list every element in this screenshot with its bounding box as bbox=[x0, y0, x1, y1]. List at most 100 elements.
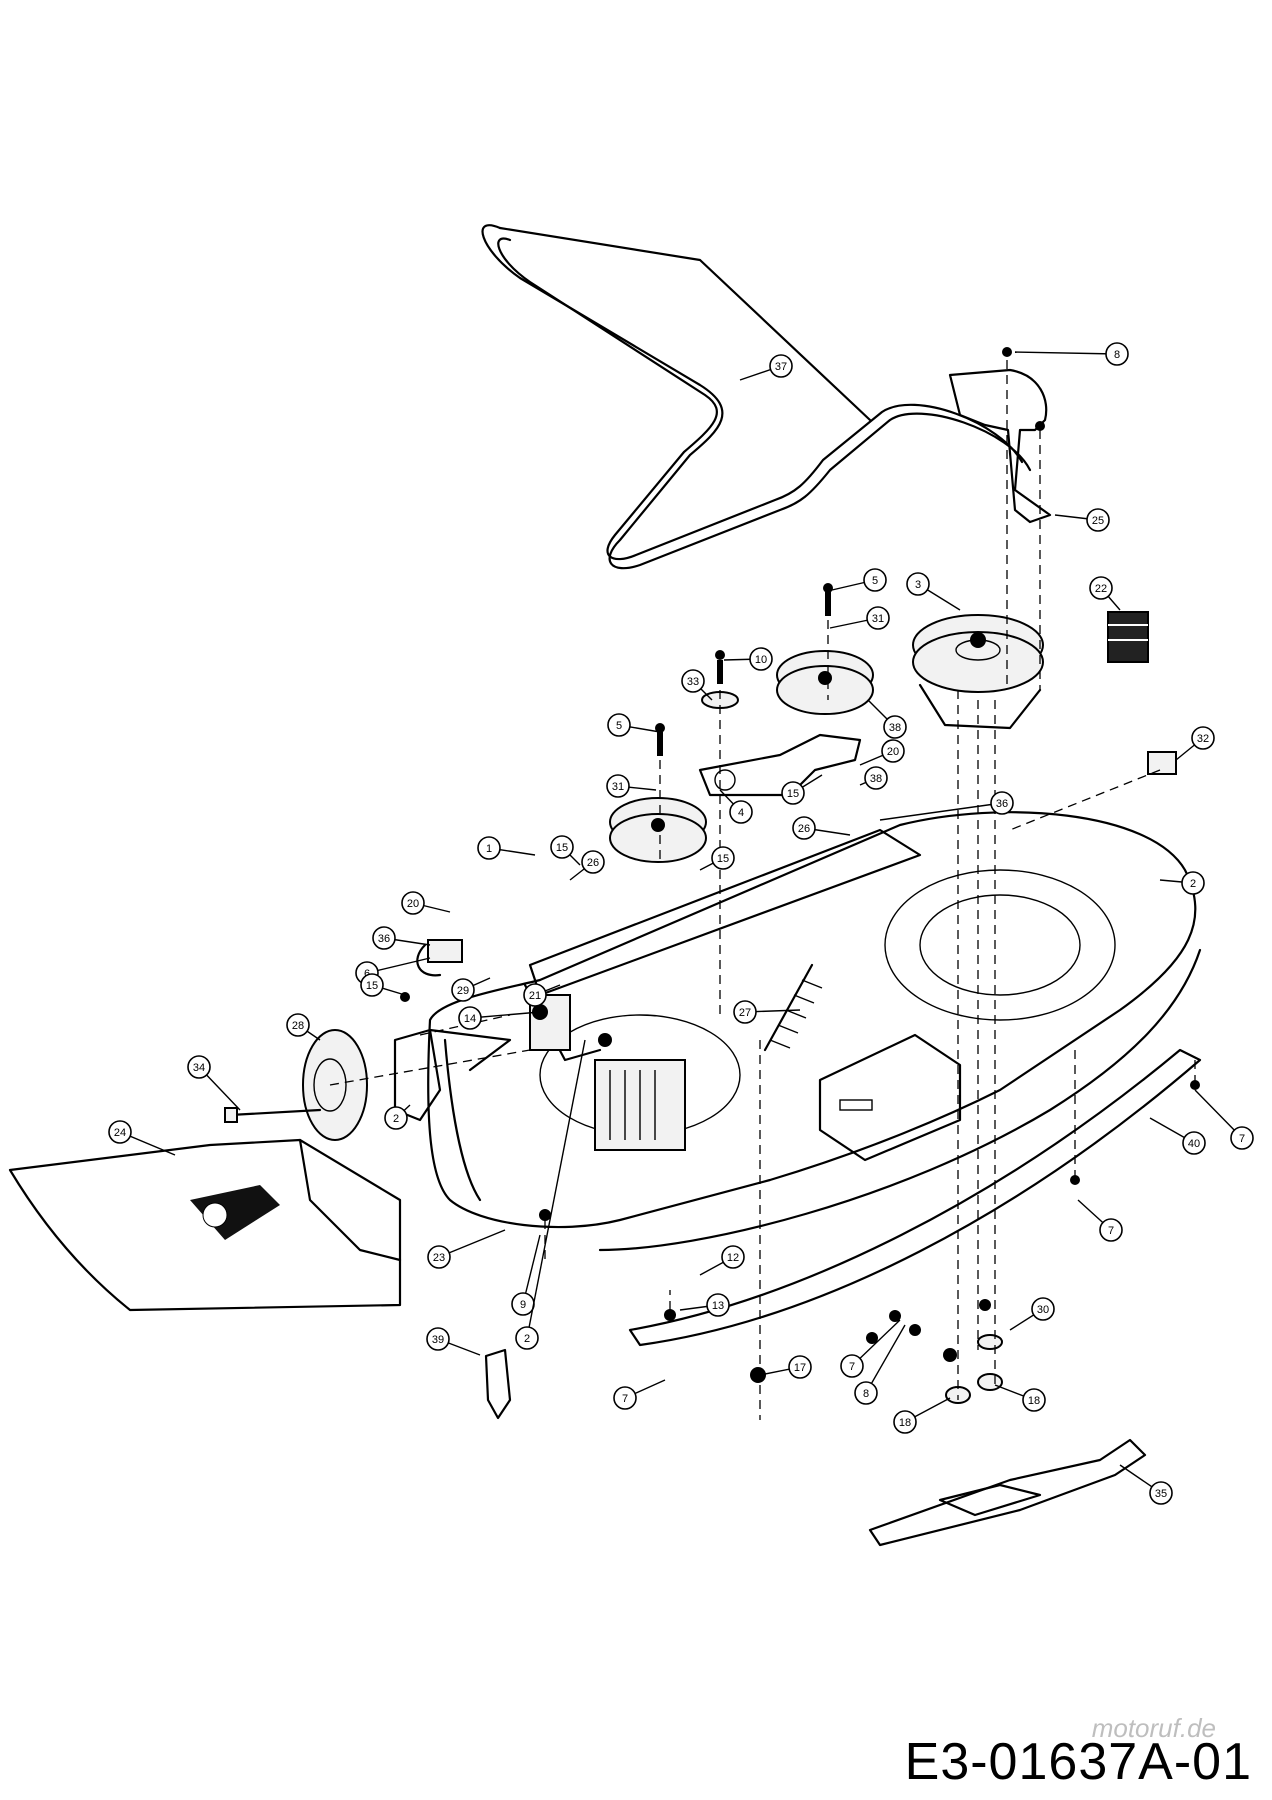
callout-37: 37 bbox=[739, 354, 793, 381]
callout-label: 34 bbox=[193, 1062, 205, 1074]
callout-label: 23 bbox=[433, 1252, 445, 1264]
callout-circle bbox=[607, 713, 631, 737]
callout-label: 13 bbox=[712, 1300, 724, 1312]
callout-18: 18 bbox=[893, 1397, 951, 1434]
callout-2: 2 bbox=[384, 1104, 411, 1130]
callout-label: 35 bbox=[1155, 1488, 1167, 1500]
mower-deck-shell bbox=[427, 811, 1202, 1252]
idler-pulley-lower bbox=[609, 797, 707, 863]
callout-39: 39 bbox=[426, 1327, 481, 1356]
callout-label: 14 bbox=[464, 1013, 476, 1025]
callout-circle bbox=[788, 1355, 812, 1379]
callout-circle bbox=[681, 669, 705, 693]
callout-7: 7 bbox=[840, 1319, 901, 1378]
callout-circle bbox=[1086, 508, 1110, 532]
callout-36: 36 bbox=[879, 791, 1014, 821]
callout-23: 23 bbox=[427, 1229, 506, 1269]
callout-25: 25 bbox=[1054, 508, 1110, 532]
callout-circle bbox=[1181, 871, 1205, 895]
callout-label: 20 bbox=[407, 898, 419, 910]
callout-38: 38 bbox=[867, 699, 907, 739]
callout-circle bbox=[706, 1293, 730, 1317]
callout-circle bbox=[729, 800, 753, 824]
callout-label: 39 bbox=[432, 1334, 444, 1346]
callout-2: 2 bbox=[1159, 871, 1205, 895]
callout-15: 15 bbox=[699, 846, 735, 871]
spindle-housing bbox=[594, 1059, 686, 1151]
callout-circle bbox=[840, 1354, 864, 1378]
callout-circle bbox=[1182, 1131, 1206, 1155]
callout-36: 36 bbox=[372, 926, 431, 950]
callout-label: 8 bbox=[863, 1388, 869, 1400]
callout-label: 3 bbox=[915, 579, 921, 591]
callout-5: 5 bbox=[607, 713, 661, 737]
callout-label: 32 bbox=[1197, 733, 1209, 745]
callout-label: 1 bbox=[486, 843, 492, 855]
callout-label: 5 bbox=[872, 575, 878, 587]
callout-leader bbox=[879, 802, 1003, 821]
callout-circle bbox=[733, 1000, 757, 1024]
assembly-centerlines bbox=[329, 360, 1196, 1420]
callout-26: 26 bbox=[569, 850, 605, 881]
callout-label: 18 bbox=[1028, 1395, 1040, 1407]
callout-40: 40 bbox=[1149, 1117, 1206, 1155]
callout-label: 15 bbox=[787, 788, 799, 800]
callout-29: 29 bbox=[451, 977, 491, 1002]
callout-circle bbox=[523, 983, 547, 1007]
callout-label: 31 bbox=[872, 613, 884, 625]
callout-27: 27 bbox=[733, 1000, 801, 1024]
spindle-pulley bbox=[912, 614, 1044, 730]
gauge-wheel bbox=[224, 1029, 368, 1141]
callout-label: 7 bbox=[849, 1361, 855, 1373]
callout-label: 33 bbox=[687, 676, 699, 688]
callout-circle bbox=[1191, 726, 1215, 750]
callout-leader bbox=[526, 1039, 586, 1339]
idler-arm bbox=[698, 733, 862, 797]
callout-label: 5 bbox=[616, 720, 622, 732]
callout-label: 36 bbox=[378, 933, 390, 945]
callout-2: 2 bbox=[515, 1039, 586, 1350]
callout-label: 2 bbox=[1190, 878, 1196, 890]
callout-12: 12 bbox=[699, 1245, 745, 1276]
callout-circle bbox=[883, 715, 907, 739]
callout-circle bbox=[893, 1410, 917, 1434]
callout-label: 28 bbox=[292, 1020, 304, 1032]
callout-8: 8 bbox=[1014, 342, 1129, 366]
callout-circle bbox=[606, 774, 630, 798]
idler-pulley-upper bbox=[776, 650, 874, 715]
callout-label: 4 bbox=[738, 807, 744, 819]
callout-circle bbox=[384, 1106, 408, 1130]
callout-label: 2 bbox=[393, 1113, 399, 1125]
callout-18: 18 bbox=[994, 1384, 1046, 1412]
callout-circle bbox=[864, 766, 888, 790]
callout-4: 4 bbox=[719, 789, 753, 824]
callout-7: 7 bbox=[613, 1379, 666, 1410]
callout-circle bbox=[866, 606, 890, 630]
callout-label: 9 bbox=[520, 1299, 526, 1311]
drive-belt bbox=[481, 224, 1032, 570]
callout-circle bbox=[881, 739, 905, 763]
callout-circle bbox=[458, 1006, 482, 1030]
callout-label: 37 bbox=[775, 361, 787, 373]
callout-label: 7 bbox=[622, 1393, 628, 1405]
callout-circle bbox=[990, 791, 1014, 815]
callout-leader bbox=[438, 1229, 506, 1258]
callout-circle bbox=[1149, 1481, 1173, 1505]
callout-label: 7 bbox=[1108, 1225, 1114, 1237]
callout-7: 7 bbox=[1077, 1199, 1123, 1242]
watermark: motoruf.de bbox=[1091, 1713, 1216, 1743]
callout-5: 5 bbox=[831, 568, 887, 592]
tension-spring bbox=[763, 963, 823, 1052]
callout-15: 15 bbox=[550, 835, 581, 866]
callout-label: 12 bbox=[727, 1252, 739, 1264]
callout-circle bbox=[711, 846, 735, 870]
callout-38: 38 bbox=[859, 766, 888, 790]
callout-10: 10 bbox=[723, 647, 773, 671]
small-bracket bbox=[484, 1348, 512, 1420]
callout-label: 15 bbox=[556, 842, 568, 854]
callout-circle bbox=[401, 891, 425, 915]
callout-26: 26 bbox=[792, 816, 851, 840]
callout-13: 13 bbox=[679, 1293, 730, 1317]
callout-28: 28 bbox=[286, 1013, 321, 1041]
callout-circle bbox=[1031, 1297, 1055, 1321]
